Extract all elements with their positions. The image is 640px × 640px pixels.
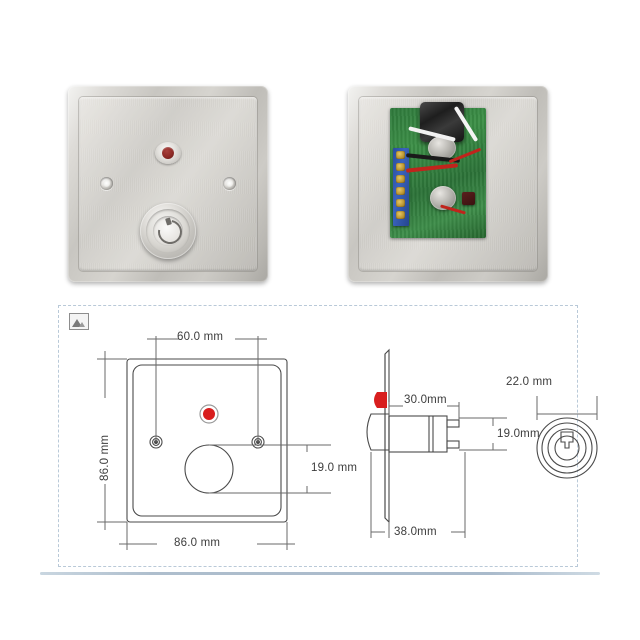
led-indicator (155, 142, 181, 164)
broken-image-icon (69, 313, 89, 330)
tact-switch (462, 192, 475, 205)
technical-drawing-panel: 60.0 mm 86.0 mm 86.0 mm 19.0 mm (58, 305, 598, 567)
dim-plate-depth: 38.0mm (394, 526, 437, 538)
button-face-detail-drawing (536, 396, 598, 479)
dim-plate-height: 86.0 mm (99, 434, 111, 481)
screw-hole-left (100, 177, 113, 190)
back-view-photo (348, 86, 548, 282)
dim-plate-width: 86.0 mm (174, 537, 221, 549)
dim-body-length: 30.0mm (404, 394, 447, 406)
front-elevation-drawing (97, 336, 331, 550)
screw-hole-right (223, 177, 236, 190)
dim-barrel-diameter: 19.0mm (497, 428, 540, 440)
dim-button-face-diameter: 22.0 mm (506, 376, 553, 388)
terminal-block (393, 148, 409, 226)
bottom-divider (40, 572, 600, 575)
dim-hole-diameter: 19.0 mm (311, 462, 358, 474)
side-elevation-drawing (366, 348, 507, 538)
front-view-photo (68, 86, 268, 282)
key-button (140, 203, 196, 259)
dim-screw-spacing: 60.0 mm (177, 331, 224, 343)
